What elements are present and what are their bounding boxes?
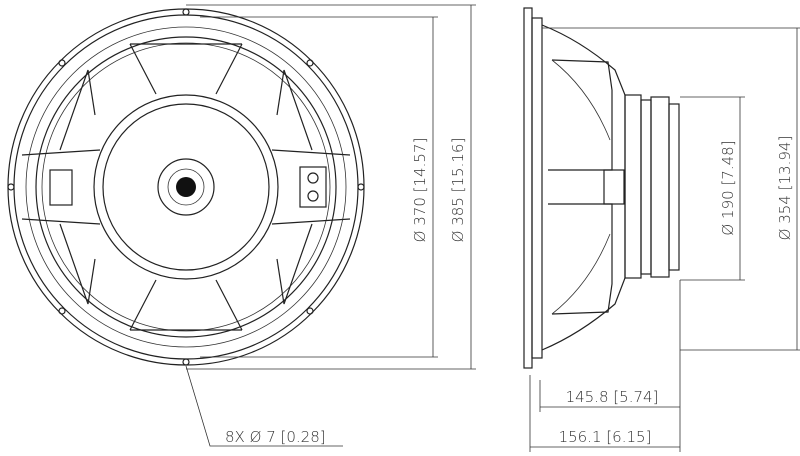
dim-magnet-diameter: Ø 190 [7.48] [719, 140, 737, 235]
dimension-value: 14.57 [411, 144, 429, 187]
dimension-value: Ø 190 [7.48] [719, 140, 737, 235]
dimension-value: 0.28 [286, 428, 319, 446]
dimension-value: 190 [719, 190, 737, 219]
dimension-value: 354 [776, 195, 794, 224]
dimension-value: 7.48 [719, 146, 737, 179]
dimension-value: Ø 385 [15.16] [449, 138, 467, 243]
dimension-value: Ø 354 [13.94] [776, 136, 794, 241]
dimension-value: Ø [719, 224, 737, 236]
dim-mounting-holes: 8X Ø 7 [0.28] [225, 428, 326, 446]
dimension-value: 5.74 [619, 388, 652, 406]
dim-baffle-cutout: Ø 354 [13.94] [776, 136, 794, 241]
dimension-value: 145.8 [566, 388, 609, 406]
dimension-value: 7 [266, 428, 276, 446]
dimension-value: Ø [411, 231, 429, 243]
dimension-value: 6.15 [612, 428, 645, 446]
dim-overall-depth: 156.1 [6.15] [559, 428, 652, 446]
dimension-value: Ø [250, 428, 262, 446]
dimension-value: 8X [225, 428, 245, 446]
dimension-lines [185, 4, 800, 452]
side-view [523, 7, 680, 369]
dimension-value: 370 [411, 197, 429, 226]
dimension-value: 385 [449, 197, 467, 226]
dimension-value: 15.16 [449, 144, 467, 187]
dim-mounting-depth: 145.8 [5.74] [566, 388, 659, 406]
dimension-value: 156.1 [559, 428, 602, 446]
dimension-value: 13.94 [776, 142, 794, 185]
dimension-value: Ø [776, 229, 794, 241]
dim-outer-diameter: Ø 385 [15.16] [449, 138, 467, 243]
dim-frame-diameter: Ø 370 [14.57] [411, 138, 429, 243]
front-view [7, 8, 365, 366]
dimension-value: Ø 370 [14.57] [411, 138, 429, 243]
mounting-holes [7, 8, 365, 366]
dimension-value: Ø [449, 231, 467, 243]
